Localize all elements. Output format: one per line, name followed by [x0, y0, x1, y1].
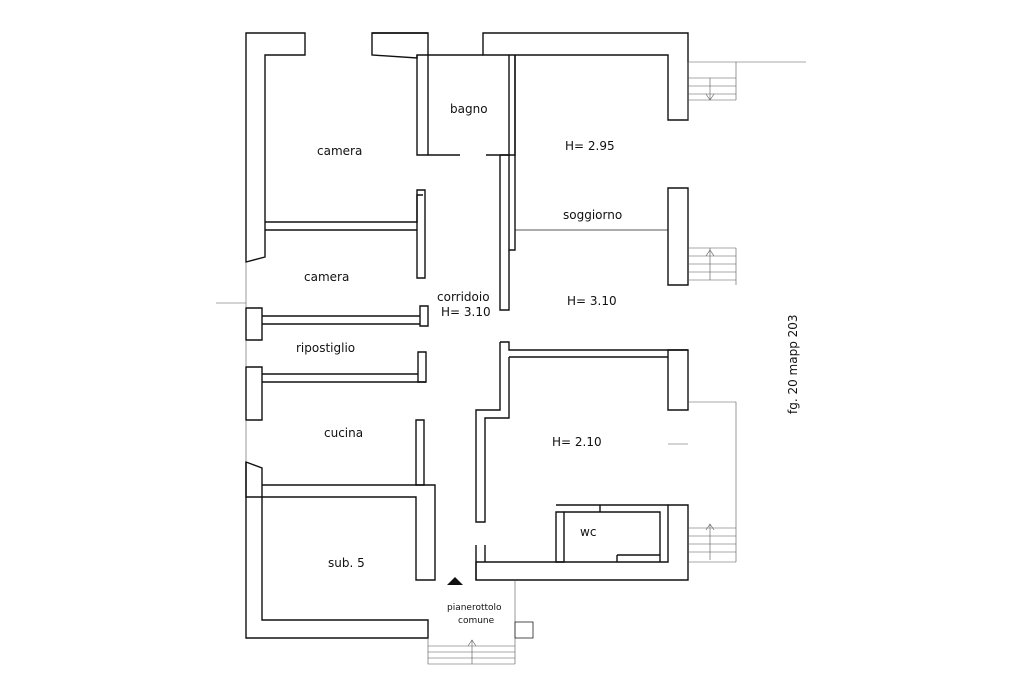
- balcony-upper: [687, 61, 806, 120]
- room-label-height-310: H= 3.10: [567, 294, 617, 308]
- entrance-arrow-icon: [447, 577, 463, 585]
- room-label-corridoio: corridoio: [437, 290, 490, 304]
- room-label-ripostiglio: ripostiglio: [296, 341, 355, 355]
- room-label-pianerottolo: pianerottolo: [447, 603, 502, 613]
- balcony-lower: [668, 401, 737, 563]
- landing-lines: [216, 262, 247, 462]
- room-label-height-295: H= 2.95: [565, 139, 615, 153]
- cadastral-reference: fg. 20 mapp 203: [786, 314, 800, 414]
- balcony-middle: [688, 247, 737, 285]
- outer-walls: [245, 32, 689, 639]
- room-label-cucina: cucina: [324, 426, 363, 440]
- room-label-corridoio-height: H= 3.10: [441, 305, 491, 319]
- room-label-camera-1: camera: [317, 144, 362, 158]
- room-label-bagno: bagno: [450, 102, 488, 116]
- entry-stairs: [427, 580, 534, 665]
- room-label-camera-2: camera: [304, 270, 349, 284]
- room-label-height-210: H= 2.10: [552, 435, 602, 449]
- interior-walls: [262, 54, 688, 580]
- room-label-soggiorno: soggiorno: [563, 208, 622, 222]
- room-label-sub5: sub. 5: [328, 556, 365, 570]
- room-label-wc: wc: [580, 525, 596, 539]
- room-label-comune: comune: [458, 616, 495, 626]
